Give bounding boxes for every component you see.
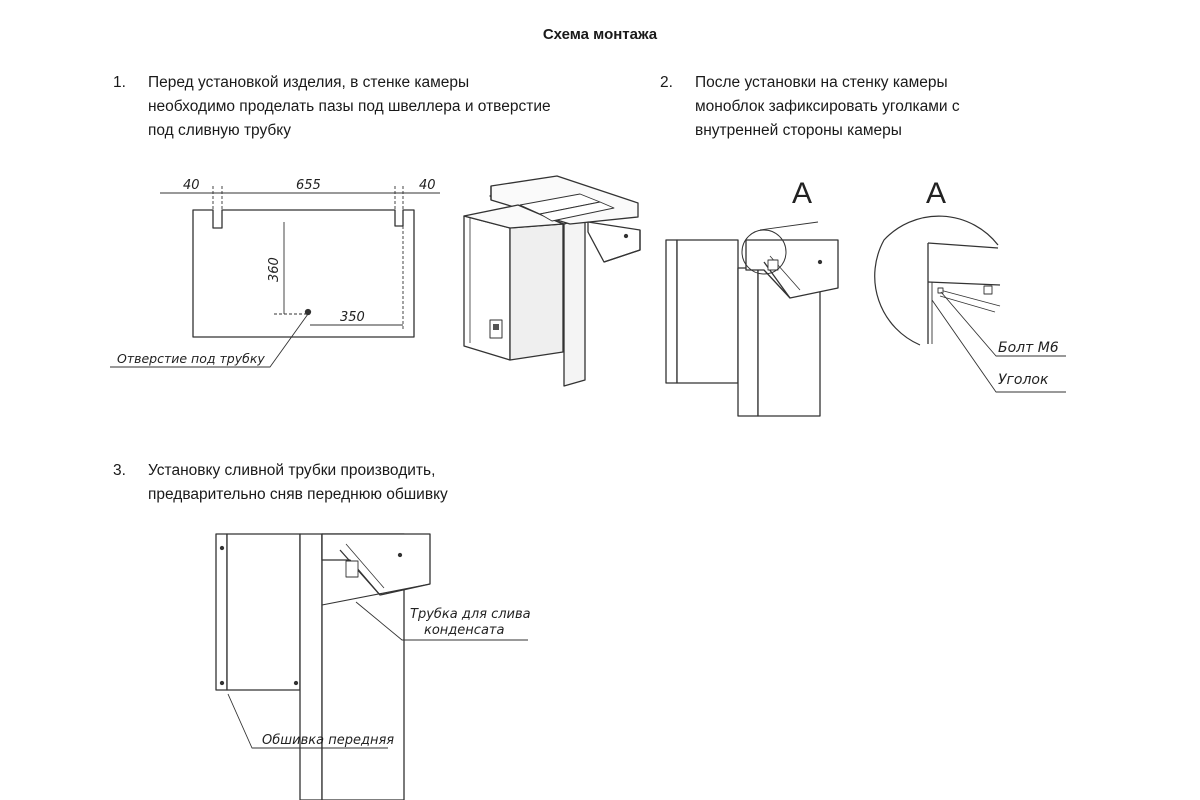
monoblock-isometric — [463, 175, 641, 387]
dim-offset-label: 350 — [340, 310, 365, 325]
step-1-line-1: Перед установкой изделия, в стенке камер… — [148, 74, 470, 91]
bracket-label: Уголок — [998, 372, 1049, 388]
bolt-label: Болт М6 — [998, 340, 1059, 356]
page-title: Схема монтажа — [542, 26, 658, 43]
step-2-line-2: моноблок зафиксировать уголками с — [695, 98, 960, 115]
step-1-number: 1. — [113, 74, 126, 91]
step-3-line-2: предварительно сняв переднюю обшивку — [148, 486, 448, 503]
dim-right-label: 40 — [419, 178, 436, 193]
wall-cutout-outline — [192, 209, 415, 338]
detail-label-a: А — [926, 177, 946, 210]
pipe-installation-drawing: Трубка для слива конденсата Обшивка пере… — [215, 533, 531, 800]
pipe-label-line1: Трубка для слива — [410, 607, 531, 622]
step-2-number: 2. — [660, 74, 673, 91]
drain-hole-marker — [304, 308, 312, 316]
detail-view-a: А Болт М6 Уголок — [874, 177, 1066, 393]
dim-left-label: 40 — [183, 178, 200, 193]
step-2-line-3: внутренней стороны камеры — [695, 122, 902, 139]
step-2: 2. После установки на стенку камеры моно… — [660, 71, 960, 143]
dim-height-label: 360 — [267, 257, 282, 282]
wall-cutout-drawing: 40 655 40 360 350 Отверстие под трубку — [110, 178, 440, 368]
hole-label-leader — [110, 313, 309, 368]
pipe-label-line2: конденсата — [424, 623, 504, 638]
view-label-a: А — [792, 177, 812, 210]
step-3: 3. Установку сливной трубки производить,… — [113, 459, 448, 507]
step-3-number: 3. — [113, 462, 126, 479]
hole-label: Отверстие под трубку — [117, 351, 265, 366]
step-1-line-3: под сливную трубку — [148, 122, 292, 139]
dim-width-label: 655 — [296, 178, 321, 193]
step-1-line-2: необходимо проделать пазы под швеллера и… — [148, 98, 551, 115]
step-3-line-1: Установку сливной трубки производить, — [148, 462, 436, 479]
step-1: 1. Перед установкой изделия, в стенке ка… — [113, 71, 551, 143]
section-view-a: А — [665, 177, 839, 417]
step-2-line-1: После установки на стенку камеры — [695, 74, 948, 91]
panel-label: Обшивка передняя — [262, 733, 394, 748]
